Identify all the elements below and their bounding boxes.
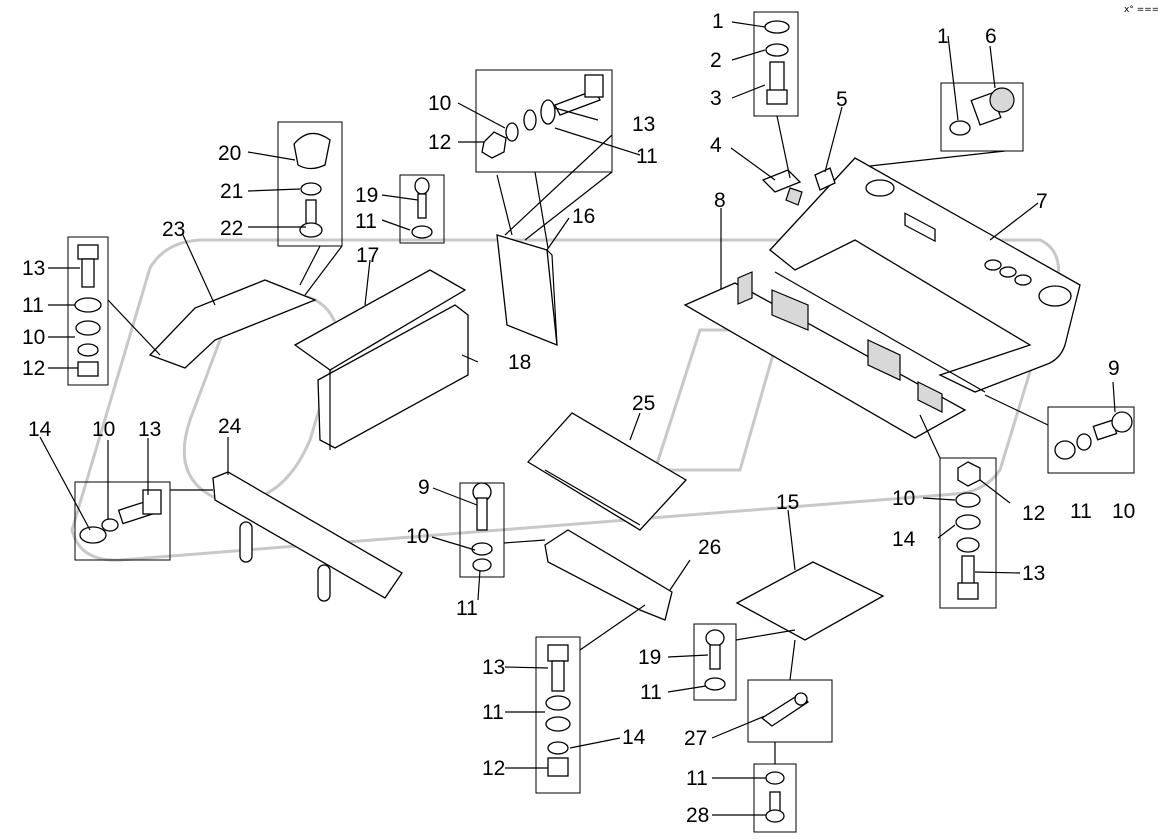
label-11-d: 11: [456, 597, 478, 620]
label-10-d: 10: [406, 525, 429, 548]
label-14-a: 14: [28, 418, 52, 441]
label-8: 8: [714, 189, 726, 212]
bracket-part-26: [544, 529, 673, 621]
label-13-b: 13: [22, 257, 45, 280]
label-10-f: 10: [892, 487, 915, 510]
label-7: 7: [1036, 190, 1048, 213]
label-22: 22: [220, 217, 243, 240]
label-26: 26: [698, 536, 721, 559]
part-labels: 1 2 3 4 5 1 6 7 8 10 12 13 11 16 20 21 2…: [22, 10, 1135, 827]
label-13-e: 13: [482, 656, 505, 679]
label-11-b: 11: [355, 210, 377, 233]
label-10-e: 10: [1112, 500, 1135, 523]
label-13-d: 13: [1022, 562, 1045, 585]
label-4: 4: [710, 134, 722, 157]
hardware-boxes: [67, 11, 1135, 833]
label-19-a: 19: [355, 184, 378, 207]
label-23: 23: [162, 218, 185, 241]
label-11-f: 11: [482, 701, 504, 724]
label-13-c: 13: [138, 418, 161, 441]
fasteners: [74, 20, 1133, 823]
label-28: 28: [686, 804, 709, 827]
label-14-c: 14: [622, 726, 646, 749]
label-12-a: 12: [428, 131, 451, 154]
label-27: 27: [684, 727, 707, 750]
label-17: 17: [356, 244, 379, 267]
bracket-part-27: [760, 692, 810, 727]
label-5: 5: [836, 88, 848, 111]
clips-part-4-5: [761, 167, 836, 206]
label-25: 25: [632, 392, 655, 415]
label-11-h: 11: [686, 767, 708, 790]
rail-part-24: [212, 471, 403, 602]
label-1-b: 1: [937, 25, 949, 48]
corner-mark: x° ===: [1124, 5, 1158, 15]
leader-lines: [39, 21, 1116, 816]
label-1-a: 1: [712, 10, 724, 33]
box-part-17-18: [293, 269, 469, 450]
label-11-g: 11: [640, 681, 662, 704]
label-13-a: 13: [632, 113, 655, 136]
label-24: 24: [218, 415, 242, 438]
label-19-b: 19: [638, 646, 661, 669]
label-9-a: 9: [418, 476, 430, 499]
label-12-c: 12: [1022, 502, 1045, 525]
label-2: 2: [710, 49, 722, 72]
bracket-part-16: [496, 234, 558, 347]
label-16: 16: [572, 205, 595, 228]
plate-part-8: [683, 271, 967, 439]
label-10-a: 10: [428, 92, 451, 115]
label-11-c: 11: [22, 294, 44, 317]
tray-part-25: [526, 412, 688, 531]
cover-part-23: [148, 279, 317, 369]
label-10-b: 10: [22, 326, 45, 349]
label-14-b: 14: [892, 528, 916, 551]
label-12-b: 12: [22, 357, 45, 380]
label-15: 15: [776, 491, 799, 514]
label-20: 20: [218, 142, 241, 165]
label-18: 18: [508, 351, 531, 374]
label-11-a: 11: [636, 145, 658, 168]
label-12-d: 12: [482, 757, 505, 780]
label-9-b: 9: [1108, 357, 1120, 380]
panel-part-7: [769, 157, 1081, 393]
label-10-c: 10: [92, 418, 115, 441]
label-6: 6: [985, 25, 997, 48]
label-21: 21: [220, 180, 243, 203]
label-11-e: 11: [1070, 500, 1092, 523]
plate-part-15: [735, 561, 885, 641]
label-3: 3: [710, 87, 722, 110]
